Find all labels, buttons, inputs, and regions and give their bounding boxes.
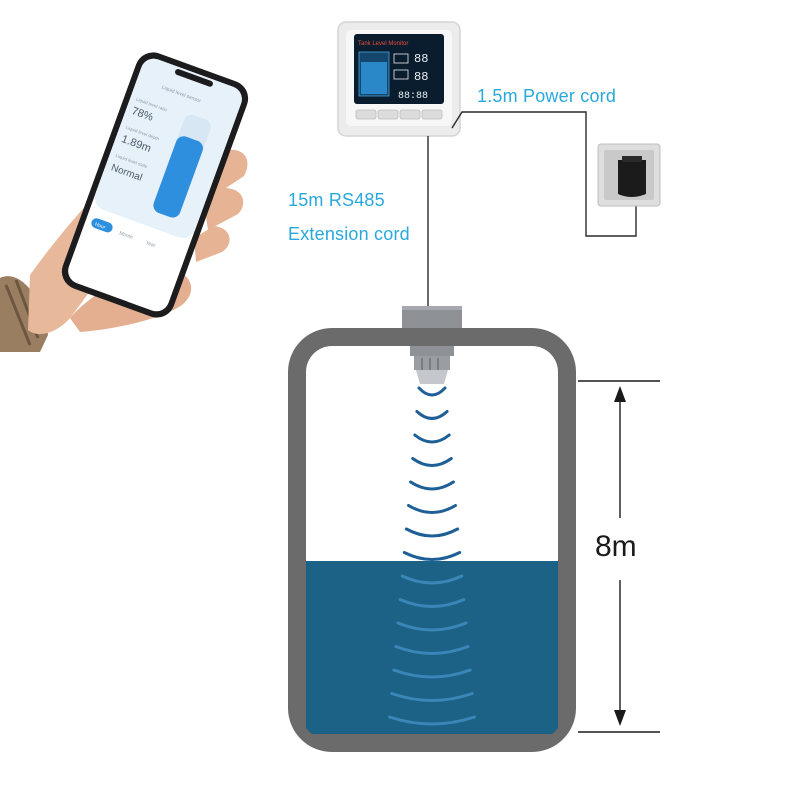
wave-arc [407,504,457,514]
rs485-label-line2: Extension cord [288,224,410,244]
smartphone: Liquid level sensor Liquid level ratio 7… [61,52,249,318]
wave-arc [404,527,460,538]
app-tab-month[interactable]: Month [118,230,133,240]
monitor-button-2[interactable] [377,109,399,120]
wave-arc [417,386,447,397]
tank-height-label: 8m [595,530,637,563]
monitor-digits-top: 88 [414,52,428,66]
dimension-arrow-up [614,386,626,402]
app-level-bar-fill [153,136,203,218]
tank-level-monitor: Tank Level Monitor 88 88 88:88 [337,21,461,137]
monitor-button-4[interactable] [421,109,443,120]
wave-arc [396,621,468,632]
wave-arc [394,645,470,655]
wave-arc [415,410,449,420]
wave-arc [398,598,466,608]
wave-arc [411,457,453,467]
wave-arc [402,551,462,561]
monitor-digits-mid: 88 [414,70,428,84]
monitor-title: Tank Level Monitor [358,41,408,47]
wave-arc [388,715,476,726]
wave-arc [409,480,455,491]
power-cord-line [451,111,637,237]
monitor-digits-bottom: 88:88 [398,91,428,102]
wave-arc [392,668,472,679]
wave-arc [400,574,464,585]
ultrasonic-waves [388,386,476,726]
power-cord-label: 1.5m Power cord [477,86,617,106]
app-tab-year[interactable]: Year [145,240,157,249]
app-period-tabs[interactable]: Hour Month Year [90,217,158,250]
monitor-button-1[interactable] [355,109,377,120]
height-dimension [578,380,660,733]
tank-water [306,561,558,734]
rs485-label-line1: 15m RS485 [288,190,385,210]
tank [288,328,576,752]
app-tab-hour[interactable]: Hour [94,222,107,231]
wall-outlet-adapter [597,143,661,207]
wave-arc [413,433,451,444]
monitor-button-3[interactable] [399,109,421,120]
ultrasonic-sensor [402,306,462,384]
dimension-arrow-down [614,710,626,726]
wave-arc [390,692,474,702]
